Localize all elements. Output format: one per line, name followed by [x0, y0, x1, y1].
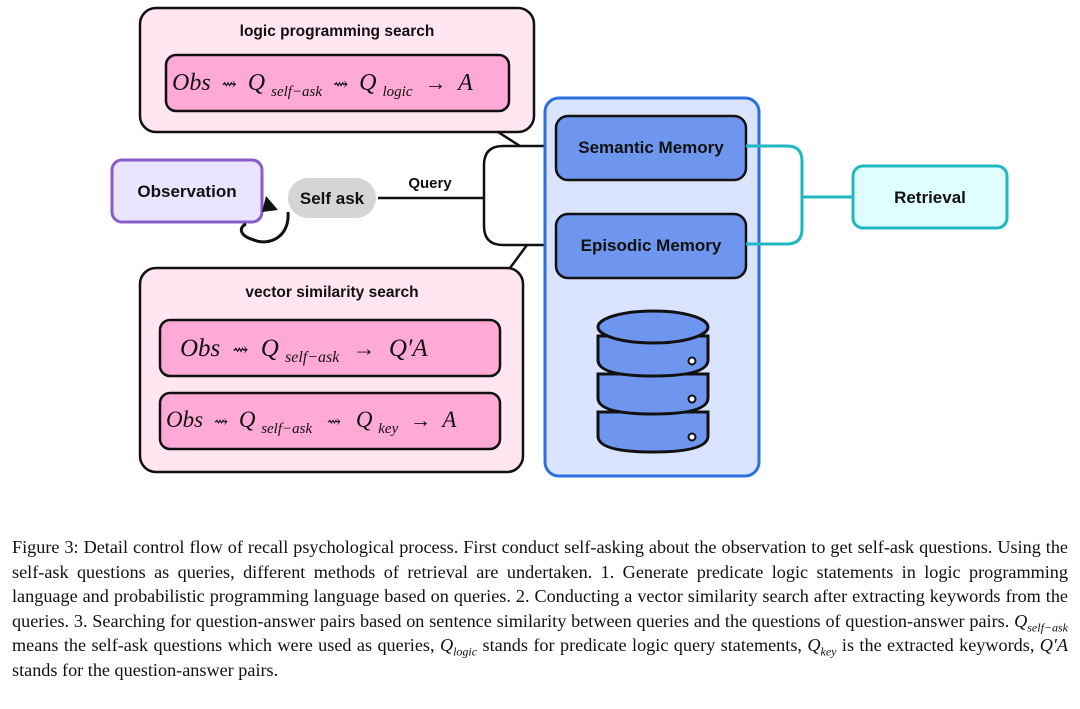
- self-ask-node: Self ask: [288, 178, 376, 218]
- logic-search-title: logic programming search: [240, 23, 435, 40]
- retrieval-label: Retrieval: [894, 188, 966, 207]
- caption-part-5: stands for the question-answer pairs.: [12, 659, 279, 680]
- self-loop-arrowhead: [262, 196, 278, 212]
- caption-q-self-ask: Qself−ask: [1014, 610, 1068, 635]
- vector-search-title: vector similarity search: [245, 284, 418, 301]
- episodic-memory-node: Episodic Memory: [554, 212, 748, 280]
- logic-search-panel: logic programming search Obs ⇝ Q self−as…: [138, 6, 536, 134]
- recall-flow-diagram: logic programming search Obs ⇝ Q self−as…: [110, 6, 1009, 478]
- memory-store-panel: Semantic Memory Episodic Memory: [543, 96, 761, 478]
- database-icon: [596, 309, 710, 454]
- self-loop-arrow-icon: [239, 211, 290, 244]
- retrieval-node: Retrieval: [851, 164, 1009, 230]
- vector-formula-box-1: [158, 318, 502, 378]
- logic-formula-box: [164, 53, 511, 113]
- retrieval-bracket: [746, 144, 853, 246]
- connector-lines: [378, 130, 556, 269]
- caption-q-logic: Qlogic: [439, 635, 478, 660]
- caption-part-1: Figure 3: Detail control flow of recall …: [12, 537, 1068, 631]
- logic-panel-link: [497, 130, 521, 148]
- query-label: Query: [408, 175, 452, 192]
- query-bracket: [482, 144, 556, 247]
- semantic-memory-node: Semantic Memory: [554, 114, 748, 182]
- vector-search-panel: vector similarity search Obs ⇝ Q self−as…: [138, 266, 525, 474]
- vector-formula-1: Obs ⇝ Q self−ask → Q′A: [180, 335, 428, 368]
- semantic-memory-label: Semantic Memory: [578, 138, 724, 157]
- caption-qa: Q′A: [1039, 635, 1068, 656]
- vector-panel-link: [508, 244, 529, 269]
- caption-part-2: means the self-ask questions which were …: [12, 635, 440, 656]
- figure-caption: Figure 3: Detail control flow of recall …: [12, 535, 1068, 683]
- episodic-memory-label: Episodic Memory: [581, 236, 722, 255]
- caption-q-key: Qkey: [807, 635, 837, 660]
- self-ask-label: Self ask: [300, 189, 365, 208]
- observation-node: Observation: [110, 158, 264, 224]
- caption-part-3: stands for predicate logic query stateme…: [477, 635, 808, 656]
- logic-formula: Obs ⇝ Q self−ask ⇝ Q logic → A: [172, 70, 473, 102]
- vector-formula-2: Obs ⇝ Q self−ask ⇝ Q key → A: [166, 407, 457, 438]
- caption-part-4: is the extracted keywords,: [836, 635, 1040, 656]
- observation-label: Observation: [137, 182, 236, 201]
- vector-formula-box-2: [158, 391, 502, 451]
